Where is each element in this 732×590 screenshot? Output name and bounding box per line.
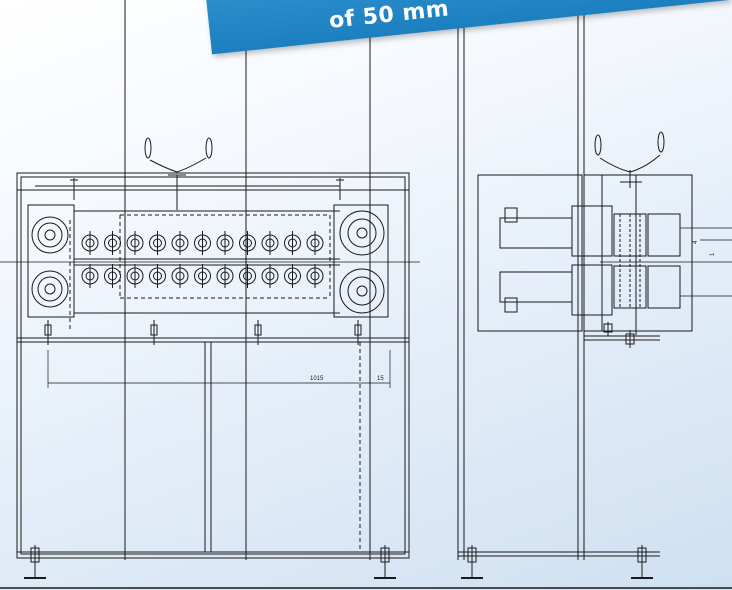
front-view <box>0 0 420 579</box>
roller-row-bottom <box>81 264 324 288</box>
roller-row-top <box>81 231 324 255</box>
dimension-offset-label: 15 <box>377 376 384 382</box>
banner-text: of 50 mm <box>327 0 451 34</box>
dimension-side-b-label: 1 <box>710 252 716 256</box>
dimension-side-a-label: 4 <box>693 240 699 244</box>
side-view <box>457 0 732 579</box>
dimension-main-label: 1015 <box>310 376 324 382</box>
